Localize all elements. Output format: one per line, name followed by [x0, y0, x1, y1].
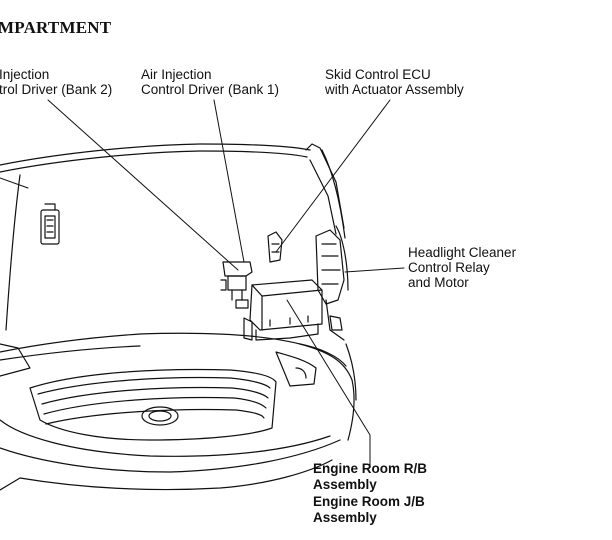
label-headlight-cleaner: Headlight Cleaner Control Relay and Moto… — [408, 245, 516, 290]
label-headlight-cleaner-line1: Headlight Cleaner — [408, 245, 517, 260]
bumper — [0, 419, 341, 491]
hood-outline — [0, 143, 346, 331]
label-air-injection-bank1-line2: Control Driver (Bank 1) — [141, 82, 280, 97]
label-engine-room-rb-line1: Engine Room R/B — [313, 461, 427, 476]
engine-room-box — [243, 279, 323, 341]
label-air-injection-bank1: Air Injection Control Driver (Bank 1) — [141, 67, 279, 97]
label-headlight-cleaner-line3: and Motor — [408, 275, 469, 290]
air-injection-drivers — [220, 261, 253, 309]
leader-line-bank1 — [213, 99, 245, 263]
grille — [29, 368, 277, 441]
label-air-injection-bank1-line1: Air Injection — [141, 67, 212, 82]
label-engine-room-jb-line2: Assembly — [313, 510, 377, 525]
label-skid-control-ecu-line1: Skid Control ECU — [325, 67, 431, 82]
label-engine-room-rb: Engine Room R/B Assembly — [313, 461, 427, 493]
leader-lines — [0, 99, 405, 467]
label-engine-room-jb: Engine Room J/B Assembly — [313, 494, 425, 526]
label-air-injection-bank2-line2: trol Driver (Bank 2) — [0, 82, 113, 97]
label-skid-control-ecu: Skid Control ECU with Actuator Assembly — [325, 67, 464, 97]
label-air-injection-bank2: Injection trol Driver (Bank 2) — [0, 67, 112, 97]
leader-line-headlight — [344, 267, 405, 273]
front-body — [0, 332, 357, 441]
leader-line-bank2 — [47, 99, 239, 271]
label-engine-room-rb-line2: Assembly — [313, 477, 377, 492]
headlight-cleaner-part — [315, 225, 349, 341]
label-headlight-cleaner-line2: Control Relay — [408, 260, 490, 275]
page-title: MPARTMENT — [0, 18, 112, 37]
left-component — [40, 203, 60, 245]
leader-line-left-part — [0, 177, 29, 189]
label-skid-control-ecu-line2: with Actuator Assembly — [325, 82, 464, 97]
label-engine-room-jb-line1: Engine Room J/B — [313, 494, 425, 509]
headlights — [0, 343, 317, 387]
label-air-injection-bank2-line1: Injection — [0, 67, 50, 82]
leader-line-engine-room — [286, 299, 371, 467]
skid-control-ecu-part — [267, 231, 283, 263]
